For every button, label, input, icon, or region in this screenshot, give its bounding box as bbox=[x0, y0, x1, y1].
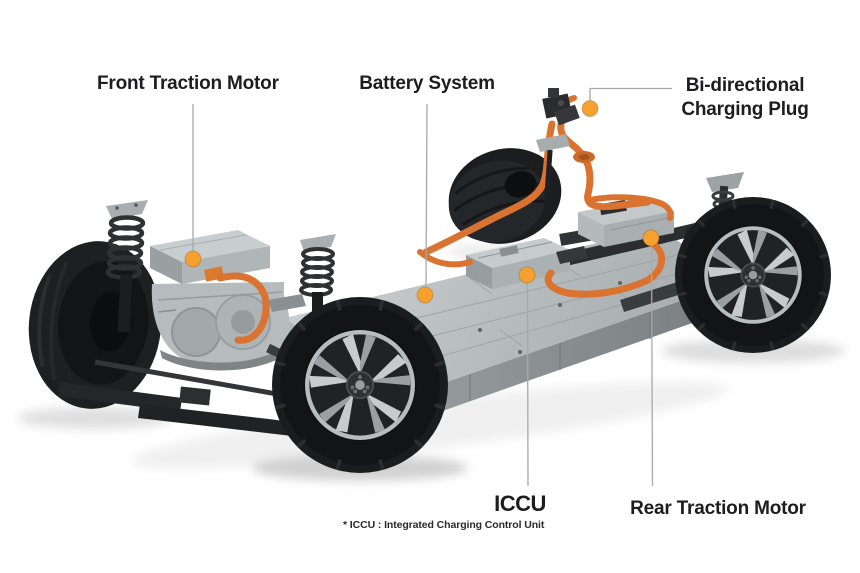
iccu-footnote: * ICCU : Integrated Charging Control Uni… bbox=[343, 519, 545, 531]
iccu-marker bbox=[518, 266, 536, 284]
leader-lines bbox=[192, 87, 672, 487]
charging-plug-marker bbox=[581, 100, 599, 117]
battery-leader-line bbox=[425, 103, 428, 288]
rear-right-wheel bbox=[675, 197, 831, 353]
battery-system-label: Battery System bbox=[359, 73, 495, 94]
front-strut-left bbox=[105, 200, 148, 333]
charging-plug-illustration bbox=[536, 88, 580, 197]
charging-plug-leader-line bbox=[589, 87, 672, 100]
callout-markers bbox=[184, 100, 660, 304]
charging-plug-label-line2: Charging Plug bbox=[681, 99, 809, 120]
rear-motor-leader-line bbox=[650, 245, 654, 487]
front-traction-motor-illustration bbox=[150, 230, 306, 371]
rear-traction-motor-label: Rear Traction Motor bbox=[630, 498, 806, 519]
iccu-leader-line bbox=[526, 282, 529, 487]
battery-marker bbox=[416, 286, 434, 304]
front-right-wheel bbox=[272, 297, 448, 473]
bi-directional-charging-plug-label: Bi-directional Charging Plug bbox=[645, 74, 845, 122]
rear-motor-marker bbox=[642, 229, 660, 247]
charging-plug-label-line1: Bi-directional bbox=[685, 75, 805, 96]
iccu-label: ICCU bbox=[494, 491, 546, 516]
front-traction-motor-label: Front Traction Motor bbox=[97, 73, 279, 94]
rear-left-wheel bbox=[448, 148, 562, 244]
front-motor-marker bbox=[184, 250, 202, 268]
